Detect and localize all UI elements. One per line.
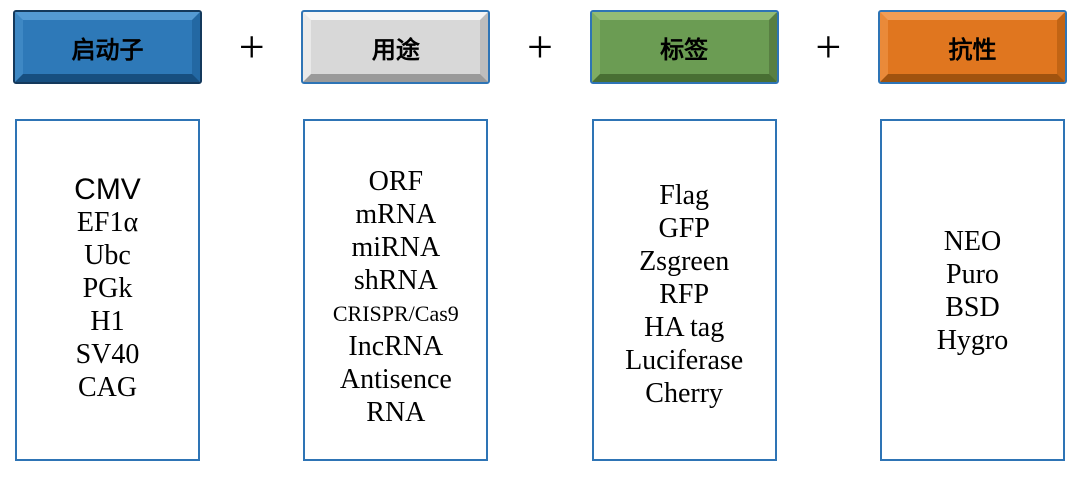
list-item: Luciferase bbox=[625, 345, 744, 376]
list-item: RNA bbox=[366, 397, 426, 428]
list-item: CRISPR/Cas9 bbox=[332, 301, 459, 326]
promoter-header-button[interactable]: 启动子 bbox=[13, 10, 202, 84]
list-item: Antisence bbox=[339, 364, 452, 395]
list-item: H1 bbox=[90, 306, 125, 337]
list-item: NEO bbox=[943, 226, 1002, 257]
list-item: GFP bbox=[658, 213, 710, 244]
list-item: BSD bbox=[945, 292, 1000, 323]
list-item: IncRNA bbox=[348, 331, 444, 362]
list-item: HA tag bbox=[644, 312, 725, 343]
list-item: CMV bbox=[74, 173, 141, 206]
list-item: ORF bbox=[368, 166, 424, 197]
plus-sign: + bbox=[527, 21, 553, 72]
list-item: EF1α bbox=[76, 207, 139, 238]
list-item: Puro bbox=[946, 259, 999, 290]
list-item: shRNA bbox=[353, 265, 438, 296]
list-item: Zsgreen bbox=[639, 246, 730, 277]
plus-sign: + bbox=[238, 21, 265, 72]
list-item: miRNA bbox=[351, 232, 441, 263]
list-item: RFP bbox=[659, 279, 710, 310]
list-item: PGk bbox=[82, 273, 133, 304]
list-item: Ubc bbox=[84, 240, 131, 271]
plus-gap: + bbox=[488, 12, 591, 82]
plus-gap: + bbox=[200, 12, 303, 82]
plus-sign: + bbox=[815, 21, 842, 72]
plus-gap: + bbox=[777, 12, 880, 82]
tag-header-button[interactable]: 标签 bbox=[589, 10, 779, 84]
list-item: Flag bbox=[659, 180, 710, 211]
list-item: CAG bbox=[77, 372, 138, 403]
list-item: Cherry bbox=[645, 378, 724, 409]
list-item: mRNA bbox=[355, 199, 437, 230]
list-item: Hygro bbox=[936, 325, 1009, 356]
resistance-header-button[interactable]: 抗性 bbox=[877, 10, 1067, 84]
purpose-header-button[interactable]: 用途 bbox=[301, 10, 491, 84]
list-item: SV40 bbox=[75, 339, 140, 370]
